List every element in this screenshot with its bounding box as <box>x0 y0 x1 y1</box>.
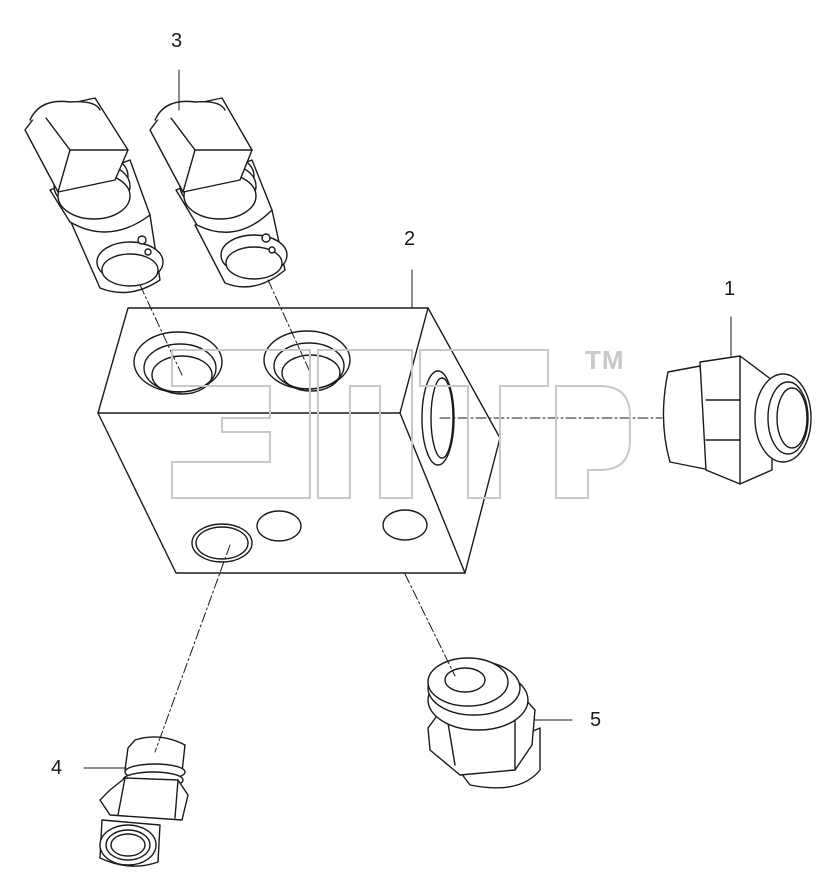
callout-4: 4 <box>51 757 63 779</box>
leader-lines <box>83 69 732 769</box>
fitting-bottom-left <box>99 736 189 867</box>
watermark-logo <box>171 349 631 499</box>
watermark-trademark: TM <box>585 345 625 375</box>
fitting-right <box>662 355 812 485</box>
callout-3: 3 <box>171 30 183 52</box>
callout-1: 1 <box>724 278 736 300</box>
assembly-centerlines <box>139 279 663 753</box>
plug-bottom-right <box>427 657 541 789</box>
manifold-block <box>97 307 501 574</box>
callout-5: 5 <box>590 709 602 731</box>
callout-2: 2 <box>404 228 416 250</box>
cartridge-valve-left <box>24 97 164 294</box>
cartridge-valve-right <box>149 97 288 288</box>
